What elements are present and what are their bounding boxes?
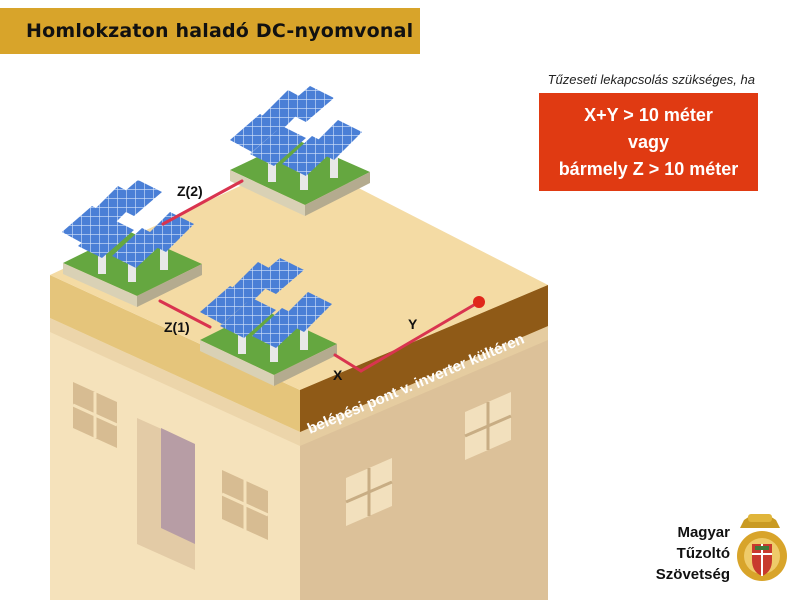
- condition-line-2: vagy: [627, 131, 670, 152]
- organization-name: Magyar Tűzoltó Szövetség: [656, 522, 730, 585]
- label-y: Y: [408, 316, 418, 332]
- page-title: Homlokzaton haladó DC-nyomvonal: [26, 20, 414, 42]
- condition-line-3: bármely Z > 10 méter: [558, 158, 739, 179]
- entrance-door: [137, 418, 195, 570]
- organization-line-2: Tűzoltó: [676, 545, 730, 562]
- condition-box: X+Y > 10 méter vagy bármely Z > 10 méter: [539, 93, 758, 191]
- title-bar: Homlokzaton haladó DC-nyomvonal: [0, 8, 420, 54]
- organization-line-1: Magyar: [677, 524, 730, 541]
- window-left-1: [72, 382, 118, 448]
- fire-association-emblem-icon: [737, 514, 787, 581]
- entry-point-marker: [473, 296, 485, 308]
- label-x: X: [333, 367, 343, 383]
- condition-caption: Tűzeseti lekapcsolás szükséges, ha: [547, 72, 755, 87]
- dc-cable-routes: [158, 179, 481, 373]
- dc-line-z2: [161, 179, 244, 226]
- dc-line-x: [333, 353, 363, 373]
- label-z1: Z(1): [164, 319, 190, 335]
- dc-line-y: [359, 300, 481, 373]
- solar-array-top: [230, 86, 362, 190]
- solar-array-mid: [200, 258, 332, 362]
- condition-line-1: X+Y > 10 méter: [584, 104, 713, 125]
- label-z2: Z(2): [177, 183, 203, 199]
- entry-band: [300, 285, 548, 432]
- organization-line-3: Szövetség: [655, 566, 730, 583]
- solar-array-left: [62, 180, 194, 282]
- window-right-2: [345, 458, 393, 526]
- window-right-1: [464, 392, 512, 460]
- window-left-2: [221, 470, 269, 540]
- dc-line-z1: [158, 299, 212, 329]
